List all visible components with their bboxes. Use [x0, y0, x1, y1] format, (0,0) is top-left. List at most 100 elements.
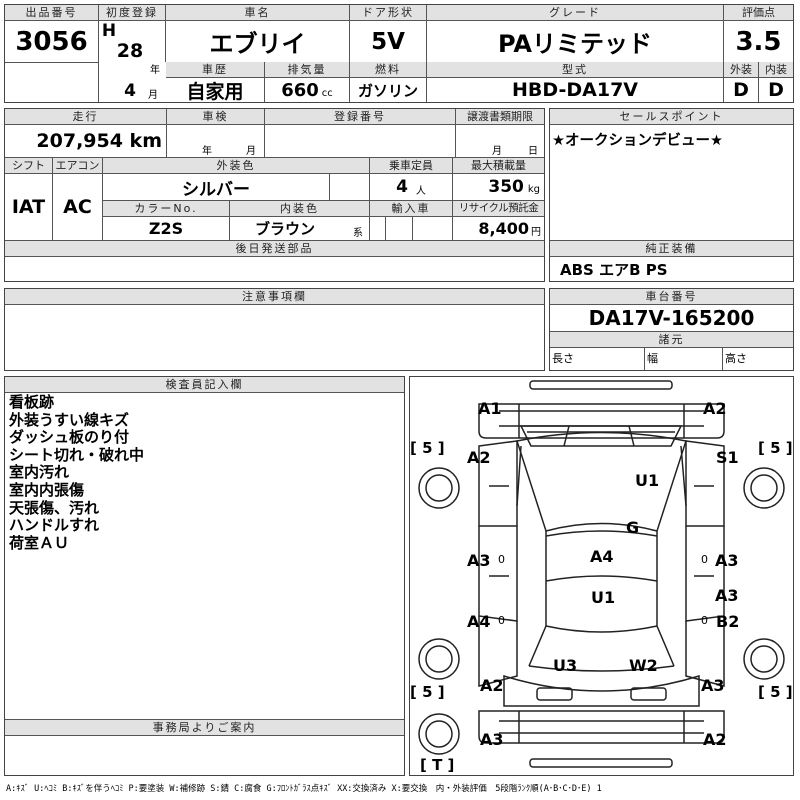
damage-code: A3: [715, 551, 739, 570]
inspector-note: ダッシュ板のり付: [9, 428, 130, 447]
car-diagram-block: [409, 376, 794, 776]
recycle: 8,400 円: [453, 217, 544, 240]
first-reg-year-unit: 年: [150, 64, 160, 76]
ext-color-label: 外装色: [103, 158, 369, 174]
damage-code: U3: [553, 656, 578, 675]
aircon-value: AC: [63, 196, 92, 218]
chassis-label: 車台番号: [550, 289, 793, 305]
model-code: HBD-DA17V: [511, 79, 638, 101]
damage-code: G: [626, 518, 640, 537]
damage-code: A2: [703, 399, 727, 418]
damage-code: A3: [715, 586, 739, 605]
damage-code: A3: [467, 551, 491, 570]
capacity-unit: 人: [415, 186, 426, 197]
import-label: 輸入車: [370, 201, 452, 217]
door-label: ドア形状: [350, 5, 426, 21]
tire-rear-right: [ 5 ]: [758, 683, 793, 701]
car-history: 自家用: [186, 80, 244, 103]
inspector-notes: 看板跡 外装うすい線キズ ダッシュ板のり付 シート切れ・破れ中 室内汚れ 室内内…: [5, 393, 400, 552]
door-handle-mark: 0: [701, 614, 708, 627]
displacement-label: 排気量: [265, 62, 349, 78]
damage-code: B2: [716, 612, 740, 631]
recycle-value: 8,400: [478, 219, 529, 238]
score-label: 評価点: [724, 5, 793, 21]
tire-rear-left: [ 5 ]: [410, 683, 445, 701]
door-handle-mark: 0: [701, 553, 708, 566]
capacity: 4 人: [370, 174, 452, 200]
tire-front-right: [ 5 ]: [758, 439, 793, 457]
recycle-unit: 円: [531, 227, 541, 238]
tire-spare: [ T ]: [420, 756, 455, 774]
damage-code: A4: [467, 612, 491, 631]
car-diagram: [418, 380, 785, 768]
shift-label: シフト: [5, 158, 52, 174]
chassis-number: DA17V-165200: [588, 306, 755, 330]
int-color-unit: 系: [353, 227, 363, 239]
max-load-label: 最大積載量: [453, 158, 544, 174]
color-no-label: カラーNo.: [103, 201, 229, 217]
inspector-note: 室内内張傷: [9, 480, 85, 499]
int-color-value: ブラウン: [254, 220, 315, 238]
max-load-value: 350: [488, 177, 524, 197]
car-name-label: 車名: [166, 5, 349, 21]
damage-code: S1: [716, 448, 739, 467]
inspector-note: 室内汚れ: [9, 463, 70, 482]
damage-code: A3: [480, 730, 504, 749]
specs-label: 諸元: [550, 331, 793, 348]
transfer-month-unit: 月: [492, 145, 502, 157]
damage-code: A1: [478, 399, 502, 418]
displacement-unit: cc: [321, 87, 333, 99]
int-color-label: 内装色: [230, 201, 369, 217]
damage-code: A3: [701, 676, 725, 695]
inspector-note: 外装うすい線キズ: [9, 410, 130, 429]
first-reg-year: 28: [116, 40, 144, 62]
details-block: [4, 108, 545, 282]
spec-width-label: 幅: [647, 352, 658, 365]
header-block: [4, 4, 794, 103]
displacement: 660 cc: [265, 78, 349, 102]
mileage: 207,954 km: [36, 130, 162, 152]
recycle-label: リサイクル預託金: [453, 201, 544, 217]
inspection-year-unit: 年: [202, 145, 212, 157]
later-parts-label: 後日発送部品: [5, 241, 544, 257]
notes-label: 注意事項欄: [5, 289, 544, 305]
sales-point-text: ★オークションデビュー★: [552, 132, 723, 149]
inspector-note: 看板跡: [9, 393, 55, 411]
damage-code: A2: [480, 676, 504, 695]
inspector-note: シート切れ・破れ中: [9, 445, 145, 464]
door-type: 5V: [371, 28, 405, 55]
inspector-note: 天張傷、汚れ: [9, 498, 100, 517]
notes-block: [4, 288, 545, 371]
inspection-month-unit: 月: [246, 145, 256, 157]
displacement-value: 660: [281, 79, 319, 101]
interior-score: D: [768, 79, 784, 101]
sales-point-block: [549, 108, 794, 282]
damage-code: A2: [703, 730, 727, 749]
tire-front-left: [ 5 ]: [410, 439, 445, 457]
inspector-label: 検査員記入欄: [5, 377, 404, 393]
damage-code: W2: [629, 656, 658, 675]
office-label: 事務局よりご案内: [5, 720, 404, 736]
shift-value: IAT: [11, 196, 46, 218]
sales-point-label: セールスポイント: [550, 109, 793, 125]
first-reg-month: 4: [124, 81, 136, 101]
lot-label: 出品番号: [5, 5, 98, 21]
reg-no-label: 登録番号: [265, 109, 455, 125]
equipment-label: 純正装備: [550, 241, 793, 257]
door-handle-mark: 0: [498, 553, 505, 566]
model-label: 型式: [427, 62, 723, 78]
max-load-unit: kg: [527, 184, 540, 195]
grade: PAリミテッド: [498, 30, 652, 58]
chassis-block: [549, 288, 794, 371]
car-name: エブリイ: [209, 30, 306, 58]
color-no-value: Z2S: [148, 219, 184, 238]
mileage-label: 走行: [5, 109, 166, 125]
interior-score-label: 内装: [759, 62, 793, 78]
exterior-score: D: [733, 79, 749, 101]
door-handle-mark: 0: [498, 614, 505, 627]
transfer-day-unit: 日: [528, 145, 538, 157]
inspection-label: 車検: [167, 109, 264, 125]
max-load: 350 kg: [453, 174, 544, 200]
damage-code: U1: [591, 588, 616, 607]
transfer-label: 譲渡書類期限: [456, 109, 544, 125]
